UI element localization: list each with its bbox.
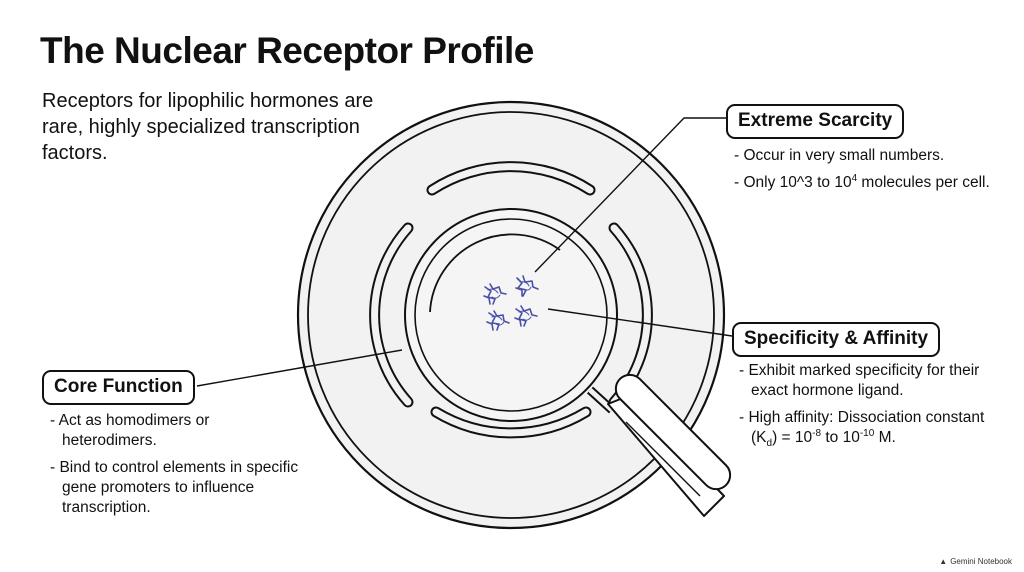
core-bullet-1: - Act as homodimers or heterodimers. — [50, 412, 210, 449]
specificity-bullet-2: - High affinity: Dissociation constant (… — [739, 409, 985, 450]
page-title: The Nuclear Receptor Profile — [40, 30, 534, 71]
leader-lines — [196, 117, 733, 387]
nucleus-icon — [404, 208, 618, 422]
protein-molecule-icon — [483, 275, 539, 331]
brand-icon: ▲ — [939, 557, 948, 566]
scarcity-bullet-1: - Occur in very small numbers. — [734, 147, 945, 164]
specificity-bullets: - Exhibit marked specificity for their e… — [739, 361, 1009, 455]
label-specificity-affinity: Specificity & Affinity — [732, 322, 941, 357]
specificity-bullet-1: - Exhibit marked specificity for their e… — [739, 362, 980, 399]
scarcity-bullet-2: - Only 10^3 to 104 molecules per cell. — [734, 172, 990, 191]
leader-line-scarcity — [534, 117, 727, 273]
scarcity-bullets: - Occur in very small numbers. - Only 10… — [734, 146, 1004, 200]
nucleus-ring — [414, 218, 608, 412]
core-bullets: - Act as homodimers or heterodimers. - B… — [50, 411, 300, 525]
nucleus-inner-arc — [429, 233, 561, 313]
footer-text: Gemini Notebook — [950, 557, 1012, 566]
label-extreme-scarcity: Extreme Scarcity — [726, 104, 905, 139]
leader-line-core — [196, 349, 403, 387]
leader-line-specificity — [547, 308, 733, 337]
footer-brand: ▲ Gemini Notebook — [939, 557, 1012, 566]
page-subtitle: Receptors for lipophilic hormones are ra… — [42, 90, 374, 164]
label-core-function: Core Function — [42, 370, 195, 405]
magnifying-glass-icon — [586, 373, 732, 517]
core-bullet-2: - Bind to control elements in specific g… — [50, 459, 299, 516]
cell-inner-membrane — [307, 111, 715, 519]
